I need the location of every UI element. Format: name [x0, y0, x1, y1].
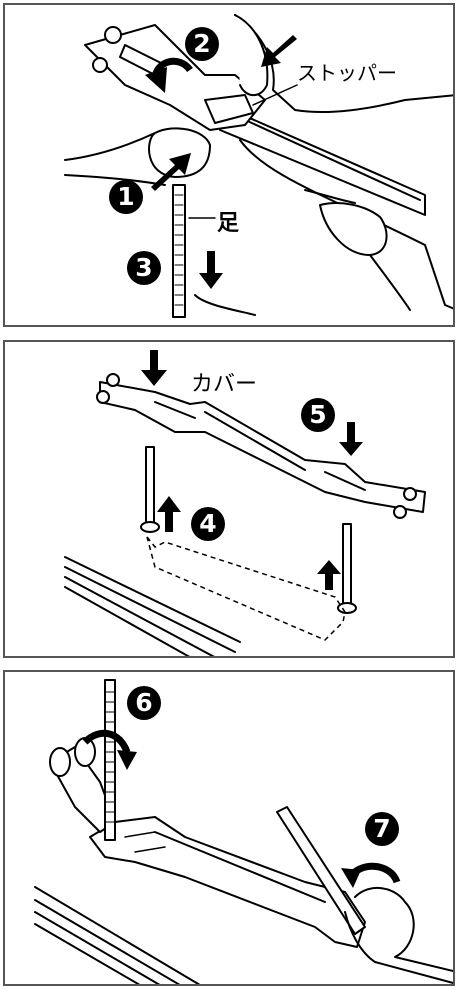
fastener-bar-3: [89, 816, 366, 948]
finger-right: [319, 202, 388, 256]
arrow-5: [339, 422, 363, 456]
hand-right-edge: [344, 911, 453, 984]
stopper-piece: [204, 94, 254, 124]
step-panel-1: 1 2 3 ストッパー 足: [3, 3, 455, 327]
arrow-stopper: [261, 35, 297, 67]
head-eyelet-3a: [49, 747, 71, 777]
arrow-up-right: [317, 560, 341, 590]
step-panel-3: 6 7: [3, 670, 455, 986]
foot-ridges: [174, 194, 184, 306]
arrow-6-head: [117, 750, 137, 770]
cover-groove: [204, 411, 306, 471]
step-badge-2: 2: [185, 27, 219, 61]
step-panel-2: カバー 4 5: [3, 340, 455, 658]
paper-stack: [64, 556, 241, 656]
illustration-panel-2: [64, 350, 426, 656]
fastener-foot: [172, 184, 186, 318]
bar-groove-3: [154, 831, 326, 903]
arrow-6-curve: [82, 729, 131, 754]
paper-stack-3: [34, 886, 201, 984]
step-badge-1: 1: [109, 180, 143, 214]
foot-label: 足: [217, 211, 240, 236]
hole-left: [140, 521, 160, 533]
cover-label: カバー: [191, 372, 258, 397]
cover-eyelet-1: [106, 373, 120, 387]
head-eyelet-3b: [74, 737, 96, 767]
cover-eyelet-2: [96, 390, 110, 404]
illustration-panel-3: [34, 679, 453, 984]
step-badge-7: 7: [365, 812, 399, 846]
foot-right: [342, 523, 352, 609]
arrow-2-head: [145, 67, 167, 93]
arrow-cover-down: [141, 350, 167, 386]
rail-groove: [229, 112, 421, 201]
cover-eyelet-3: [403, 487, 417, 501]
bar-detail: [124, 831, 166, 853]
arrow-3: [199, 251, 223, 289]
illustration-panel-1: [64, 14, 453, 318]
thumb-top: [234, 14, 269, 97]
finger-right-top: [304, 189, 356, 204]
cover-eyelet-4: [393, 505, 407, 519]
stopper-label: ストッパー: [297, 61, 397, 85]
step-badge-5: 5: [301, 398, 335, 432]
hand-right: [354, 886, 453, 973]
head-eyelet: [104, 26, 122, 44]
step-badge-3: 3: [127, 251, 161, 285]
hand-bottom-edge: [194, 294, 256, 316]
cover-slides: [154, 401, 366, 491]
base-plate-outline: [146, 536, 346, 641]
head-eyelet-2: [92, 57, 108, 73]
finger-left: [64, 127, 211, 178]
finger-right-edge: [369, 254, 411, 311]
foot-diagonal: [276, 806, 366, 935]
step-badge-6: 6: [127, 686, 161, 720]
arrow-7-head: [341, 868, 361, 888]
step-badge-4: 4: [191, 507, 225, 541]
arrow-4: [157, 496, 181, 532]
arrow-1: [151, 153, 191, 191]
stopper-leader: [252, 84, 298, 106]
foot-vertical: [104, 679, 116, 841]
foot-left: [145, 446, 155, 528]
hole-right: [337, 602, 357, 614]
